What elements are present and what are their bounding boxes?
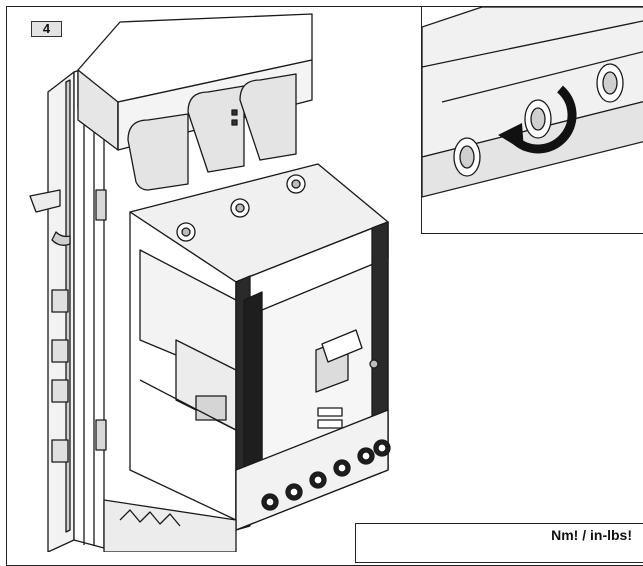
step-number-badge: 4: [31, 21, 62, 37]
detail-illustration: [422, 7, 643, 198]
mounting-hook: [29, 189, 71, 246]
mounting-rail: [47, 61, 107, 552]
bottom-cover: [103, 499, 237, 552]
terminal-lugs: [127, 73, 297, 191]
breaker-side-face: [129, 211, 237, 521]
circuit-breaker-illustration: [29, 13, 391, 552]
clockwise-tighten-arrow-icon: [498, 85, 577, 154]
detail-inset: [421, 6, 643, 234]
breaker-bottom-terminals: [235, 409, 391, 531]
torque-unit-label: Nm! / in-lbs!: [551, 527, 632, 543]
torque-spec-box: Nm! / in-lbs!: [355, 523, 643, 563]
